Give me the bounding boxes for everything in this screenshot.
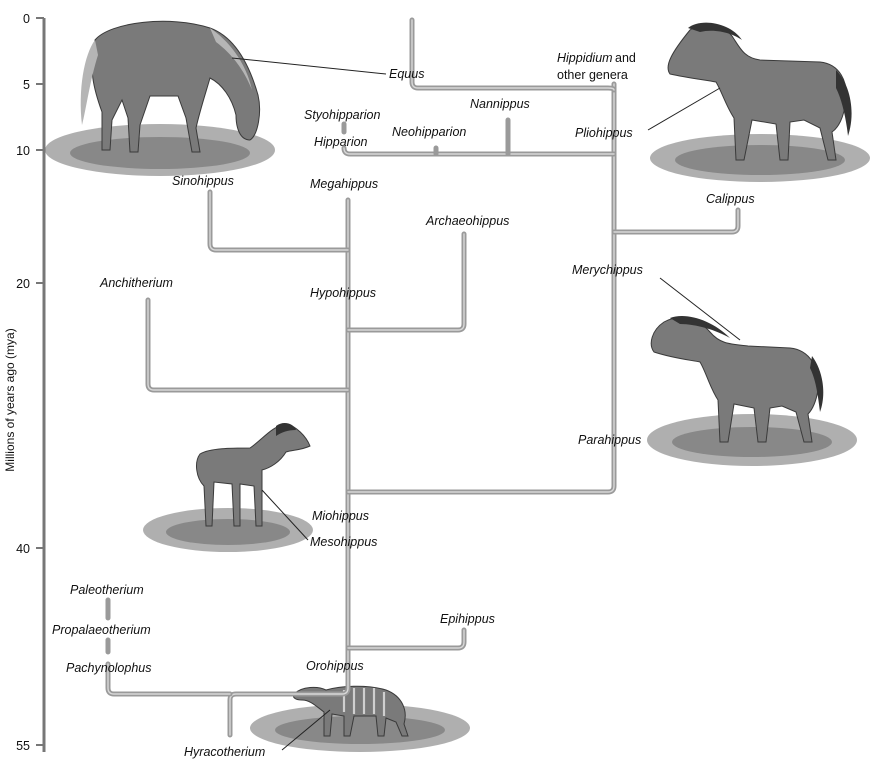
label-paleotherium: Paleotherium: [70, 583, 144, 597]
branch: [210, 192, 348, 250]
branch: [348, 630, 464, 648]
label-hipparion: Hipparion: [314, 135, 368, 149]
label-neohipparion: Neohipparion: [392, 125, 466, 139]
mesohippus-horse-illustration: [143, 423, 313, 552]
label-propalaeotherium: Propalaeotherium: [52, 623, 151, 637]
label-hypohippus: Hypohippus: [310, 286, 376, 300]
branch: [348, 84, 614, 492]
pliohippus-horse-illustration: [650, 23, 870, 182]
label-nannippus: Nannippus: [470, 97, 530, 111]
label-calippus: Calippus: [706, 192, 755, 206]
label-equus: Equus: [389, 67, 424, 81]
equus-horse-illustration: [45, 21, 275, 176]
merychippus-horse-illustration: [647, 316, 857, 466]
branch: [614, 210, 738, 232]
label-hippidium-and: and: [615, 51, 636, 65]
label-miohippus: Miohippus: [312, 509, 369, 523]
tick-label: 20: [16, 277, 30, 291]
branch: [344, 148, 614, 154]
label-anchitherium: Anchitherium: [99, 276, 173, 290]
label-orohippus: Orohippus: [306, 659, 364, 673]
tick-label: 0: [23, 12, 30, 26]
label-epihippus: Epihippus: [440, 612, 495, 626]
branch: [348, 630, 464, 648]
leader-line: [648, 88, 720, 130]
leader-line: [232, 58, 386, 74]
label-hyracotherium: Hyracotherium: [184, 745, 265, 759]
label-mesohippus: Mesohippus: [310, 535, 377, 549]
label-megahippus: Megahippus: [310, 177, 378, 191]
label-other-genera: other genera: [557, 68, 628, 82]
branch: [148, 300, 348, 390]
branch: [348, 234, 464, 330]
label-pachynolophus: Pachynolophus: [66, 661, 151, 675]
label-merychippus: Merychippus: [572, 263, 643, 277]
label-archaeohippus: Archaeohippus: [425, 214, 509, 228]
time-axis: 0 5 10 20 40 55 Millions of years ago (m…: [3, 12, 44, 753]
label-styohipparion: Styohipparion: [304, 108, 380, 122]
branch: [614, 210, 738, 232]
tick-label: 40: [16, 542, 30, 556]
tick-label: 5: [23, 78, 30, 92]
branch: [148, 300, 348, 390]
axis-title: Millions of years ago (mya): [3, 328, 17, 471]
branch: [348, 234, 464, 330]
tick-label: 55: [16, 739, 30, 753]
branch: [210, 192, 348, 250]
label-sinohippus: Sinohippus: [172, 174, 234, 188]
tick-label: 10: [16, 144, 30, 158]
label-hippidium: Hippidium: [557, 51, 613, 65]
branch: [348, 84, 614, 492]
label-pliohippus: Pliohippus: [575, 126, 633, 140]
label-parahippus: Parahippus: [578, 433, 641, 447]
